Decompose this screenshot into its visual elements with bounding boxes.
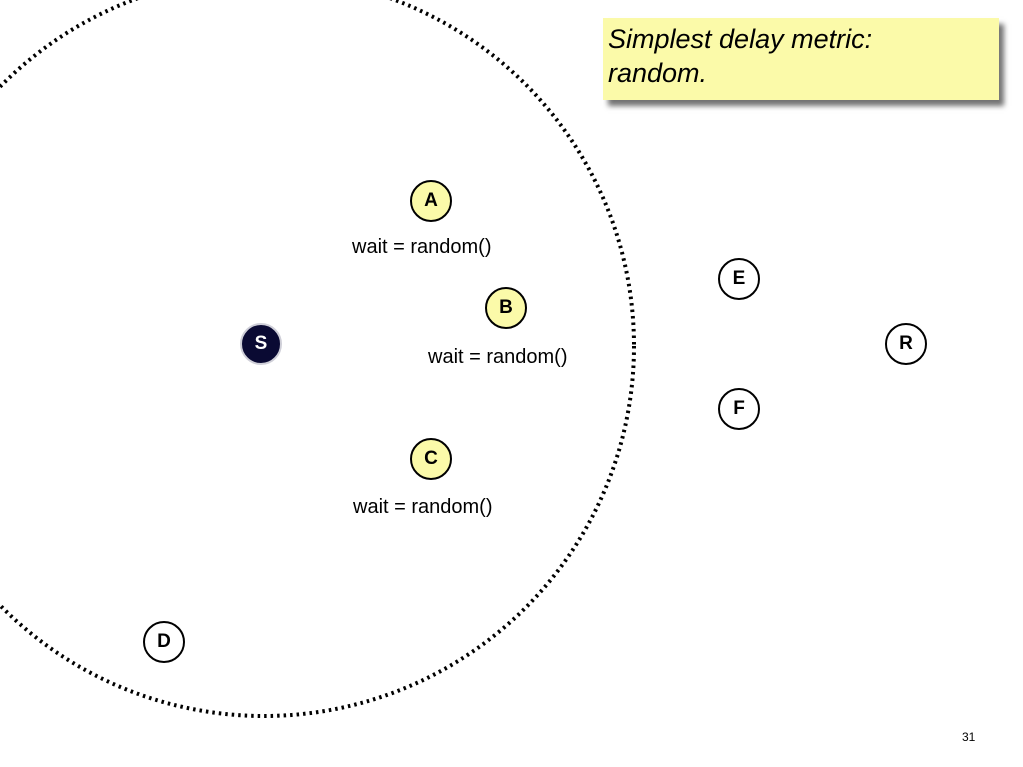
node-r: R (885, 323, 927, 365)
wait-label-c: wait = random() (353, 496, 493, 518)
node-a: A (410, 180, 452, 222)
node-c: C (410, 438, 452, 480)
callout-line-2: random. (608, 58, 708, 88)
node-s: S (240, 323, 282, 365)
callout-box: Simplest delay metric: random. (603, 18, 999, 100)
page-number: 31 (962, 730, 976, 744)
callout-line-1: Simplest delay metric: (608, 24, 873, 54)
wait-label-b: wait = random() (428, 346, 568, 368)
wait-label-a: wait = random() (352, 236, 492, 258)
node-d: D (143, 621, 185, 663)
node-b: B (485, 287, 527, 329)
node-e: E (718, 258, 760, 300)
transmission-range-circle (0, 0, 636, 718)
node-f: F (718, 388, 760, 430)
